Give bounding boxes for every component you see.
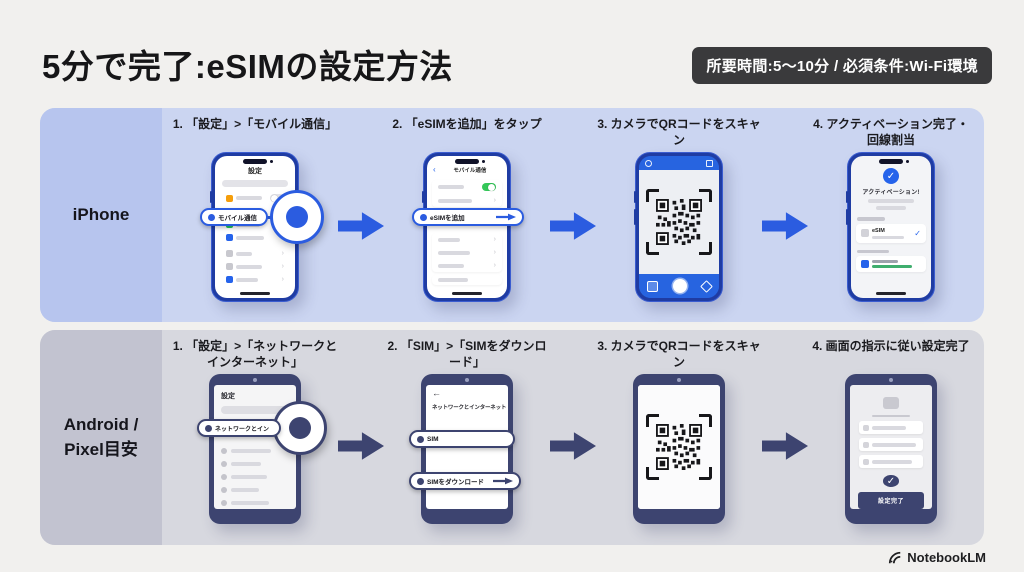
android-done-screen: ✓ 設定完了 <box>850 385 932 509</box>
android-step4: 4. 画面の指示に従い設定完了 ✓ 設定完了 <box>808 330 974 545</box>
iphone-step1: 1. 「設定」>「モバイル通信」 設定 › <box>172 108 338 322</box>
brand-name: NotebookLM <box>907 550 986 565</box>
iphone-step4-phone: ✓ アクティベーション! eSIM ✓ <box>846 152 935 302</box>
check-icon: ✓ <box>914 228 921 238</box>
scan-frame <box>646 189 712 255</box>
scan-frame <box>646 414 712 480</box>
bullet-icon <box>208 213 215 221</box>
flow-arrow-icon <box>762 212 808 240</box>
iphone-row-steps: 1. 「設定」>「モバイル通信」 設定 › <box>162 108 984 322</box>
qr-code <box>656 199 702 245</box>
mobile-data-screen: ‹ モバイル通信 › › › › <box>427 156 507 298</box>
screen-title: 設定 <box>248 168 262 175</box>
iphone-step2: 2. 「eSIMを追加」をタップ ‹ モバイル通信 › › <box>384 108 550 322</box>
android-step4-label: 4. 画面の指示に従い設定完了 <box>812 339 970 353</box>
android-step1-phone: 設定 ネットワークとイン <box>197 374 327 524</box>
esim-card: eSIM ✓ <box>856 223 926 243</box>
info-badge: 所要時間:5〜10分 / 必須条件:Wi-Fi環境 <box>692 47 992 84</box>
app-icon-placeholder <box>883 397 899 409</box>
settings-list-2: › › › <box>220 247 290 286</box>
plan-card <box>856 256 926 272</box>
check-icon: ✓ <box>883 168 899 184</box>
sim-callout: SIM <box>409 430 515 448</box>
iphone-row-label: iPhone <box>40 108 162 322</box>
notch-icon <box>455 159 485 164</box>
activation-heading: アクティベーション! <box>862 190 920 196</box>
setup-complete-button: 設定完了 <box>858 492 924 509</box>
magnifier-icon <box>270 190 324 244</box>
iphone-step3-phone <box>634 152 723 302</box>
flow-arrow-icon <box>762 432 808 460</box>
photo-thumb-icon <box>647 280 658 292</box>
bullet-icon <box>417 435 424 443</box>
iphone-step2-label: 2. 「eSIMを追加」をタップ <box>392 117 542 131</box>
magnifier-icon <box>273 401 327 455</box>
flash-icon <box>645 159 652 167</box>
notebooklm-logo-icon <box>889 551 901 563</box>
network-callout: ネットワークとイン <box>197 419 281 437</box>
iphone-step3: 3. カメラでQRコードをスキャン <box>596 108 762 322</box>
download-sim-callout: SIMをダウンロード <box>409 472 521 490</box>
android-step1: 1. 「設定」>「ネットワークとインターネット」 設定 <box>172 330 338 545</box>
filter-icon <box>700 279 713 293</box>
flow-arrow-icon <box>338 212 384 240</box>
iphone-step1-phone: 設定 › › › <box>200 152 324 302</box>
gallery-icon <box>706 159 713 167</box>
android-step4-phone: ✓ 設定完了 <box>845 374 937 524</box>
back-icon: ‹ <box>433 165 436 174</box>
screen-title: モバイル通信 <box>453 168 487 174</box>
activation-done-screen: ✓ アクティベーション! eSIM ✓ <box>851 156 931 298</box>
shutter-icon <box>673 279 687 293</box>
bullet-icon <box>420 213 427 221</box>
arrow-icon <box>493 477 513 485</box>
home-indicator <box>876 292 906 295</box>
arrow-icon <box>496 213 516 221</box>
screen-title: ネットワークとインターネット <box>432 405 507 411</box>
flow-arrow-icon <box>338 432 384 460</box>
android-row-label: Android / Pixel目安 <box>40 330 162 545</box>
toggle-on-icon <box>482 183 496 191</box>
row-label-text: iPhone <box>72 205 130 224</box>
android-scan-screen <box>638 385 720 509</box>
android-step2-label: 2. 「SIM」>「SIMをダウンロード」 <box>387 339 547 369</box>
android-row: Android / Pixel目安 1. 「設定」>「ネットワークとインターネッ… <box>40 330 984 545</box>
android-step2: 2. 「SIM」>「SIMをダウンロード」 ← ネットワークとインターネット S… <box>384 330 550 545</box>
camera-scan-screen <box>639 156 719 298</box>
iphone-step1-label: 1. 「設定」>「モバイル通信」 <box>172 117 338 131</box>
home-indicator <box>452 292 482 295</box>
android-step1-label: 1. 「設定」>「ネットワークとインターネット」 <box>172 339 338 369</box>
android-step3-phone <box>633 374 725 524</box>
iphone-step3-label: 3. カメラでQRコードをスキャン <box>597 117 761 147</box>
add-esim-callout: eSIMを追加 <box>412 208 524 226</box>
mobile-data-callout: モバイル通信 <box>200 208 268 226</box>
android-row-steps: 1. 「設定」>「ネットワークとインターネット」 設定 <box>162 330 984 545</box>
search-bar <box>221 406 289 414</box>
flow-arrow-icon <box>550 432 596 460</box>
iphone-step4-label: 4. アクティベーション完了・回線割当 <box>813 117 969 147</box>
iphone-step4: 4. アクティベーション完了・回線割当 ✓ アクティベーション! eSIM <box>808 108 974 322</box>
bullet-icon <box>205 424 212 432</box>
qr-code <box>656 424 702 470</box>
notebooklm-brand: NotebookLM <box>888 550 986 565</box>
notch-icon <box>879 159 909 164</box>
android-step3: 3. カメラでQRコードをスキャン <box>596 330 762 545</box>
android-step3-label: 3. カメラでQRコードをスキャン <box>597 339 761 369</box>
home-indicator <box>240 292 270 295</box>
android-step2-phone: ← ネットワークとインターネット SIM SIMをダウンロード <box>409 374 521 524</box>
search-bar <box>222 180 288 187</box>
page-title: 5分で完了:eSIMの設定方法 <box>42 48 453 85</box>
iphone-step2-phone: ‹ モバイル通信 › › › › <box>412 152 524 302</box>
iphone-settings-screen: 設定 › › › <box>215 156 295 298</box>
notch-icon <box>243 159 273 164</box>
screen-title: 設定 <box>221 393 235 400</box>
check-icon: ✓ <box>883 475 899 488</box>
back-icon: ← <box>432 388 441 398</box>
flow-arrow-icon <box>550 212 596 240</box>
bullet-icon <box>417 477 424 485</box>
iphone-row: iPhone 1. 「設定」>「モバイル通信」 設定 <box>40 108 984 322</box>
